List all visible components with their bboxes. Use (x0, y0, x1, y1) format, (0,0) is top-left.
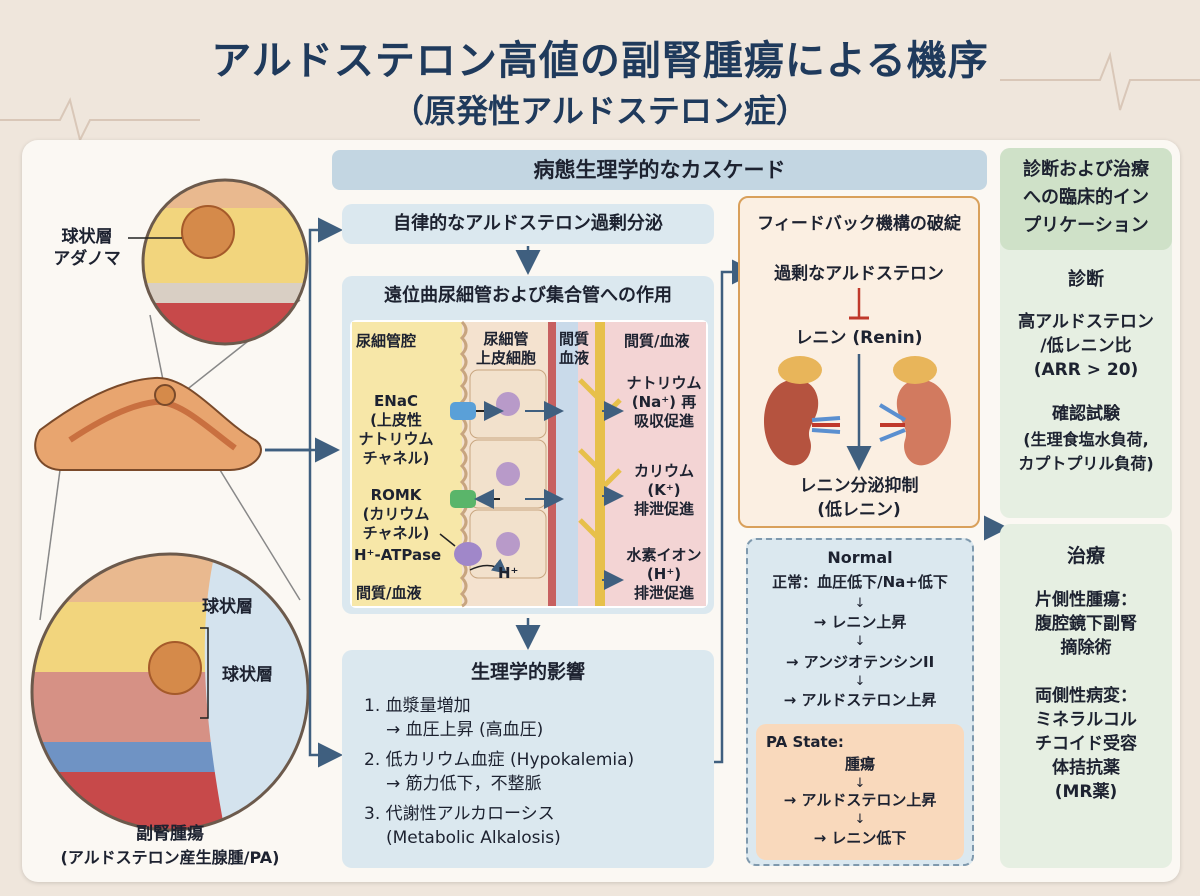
enac-channel (450, 402, 476, 420)
label-zona-adenoma: 球状層アダノマ (53, 227, 121, 269)
col-lumen: 尿細管腔 (356, 332, 417, 350)
confirm-line-1: (生理食塩水負荷, (1023, 430, 1149, 449)
label-hatpase: H⁺-ATPase (354, 546, 442, 564)
adenoma-nodule (181, 205, 235, 259)
hatpase-pump (454, 542, 482, 566)
pa-state-box: PA State: 腫瘍 ↓ → アルドステロン上昇 ↓ → レニン低下 (756, 724, 964, 860)
diagnosis-line-2: /低レニン比 (1040, 336, 1132, 356)
label-hplus: H⁺ (498, 564, 519, 582)
caption-adrenal-tumor: 副腎腫瘍 (136, 824, 204, 844)
diagnosis-line-3: (ARR > 20) (1033, 360, 1139, 380)
label-zona-2: 球状層 (222, 665, 273, 685)
physiological-effects-box: 生理学的影響 1. 血漿量増加 → 血圧上昇 (高血圧) 2. 低カリウム血症 … (342, 650, 714, 868)
clinical-header: 診断および治療 への臨床的イン プリケーション (1000, 148, 1172, 250)
cascade-header: 病態生理学的なカスケード (332, 150, 987, 190)
col-interstitium: 間質血液 (558, 330, 589, 367)
label-zona-1: 球状層 (202, 597, 253, 617)
effect-na: ナトリウム(Na⁺) 再吸収促進 (626, 374, 702, 430)
diagnosis-line-1: 高アルドステロン (1018, 312, 1154, 332)
effect-k: カリウム(K⁺)排泄促進 (633, 462, 694, 518)
main-title: アルドステロン高値の副腎腫瘍による機序 (211, 38, 989, 84)
romk-channel (450, 490, 476, 508)
label-interstitium-bottom: 間質/血液 (356, 584, 422, 602)
col-blood: 間質/血液 (624, 332, 690, 350)
subtitle: （原発性アルドステロン症） (392, 92, 808, 130)
caption-apa: (アルドステロン産生腺腫/PA) (60, 848, 280, 867)
diagnosis-title: 診断 (1068, 269, 1104, 290)
confirm-line-2: カプトプリル負荷) (1018, 454, 1154, 473)
col-epithelium: 尿細管上皮細胞 (475, 330, 536, 367)
confirm-title: 確認試験 (1052, 404, 1120, 424)
step-autonomous-secretion: 自律的なアルドステロン過剰分泌 (342, 204, 714, 244)
clinical-treatment-box: 治療 片側性腫瘍： 腹腔鏡下副腎 摘除術 両側性病変： ミネラルコル チコイド受… (1000, 524, 1172, 868)
effect-h: 水素イオン(H⁺)排泄促進 (626, 546, 702, 602)
label-enac: ENaC(上皮性ナトリウムチャネル) (358, 392, 434, 467)
label-romk: ROMK(カリウムチャネル) (362, 486, 430, 542)
